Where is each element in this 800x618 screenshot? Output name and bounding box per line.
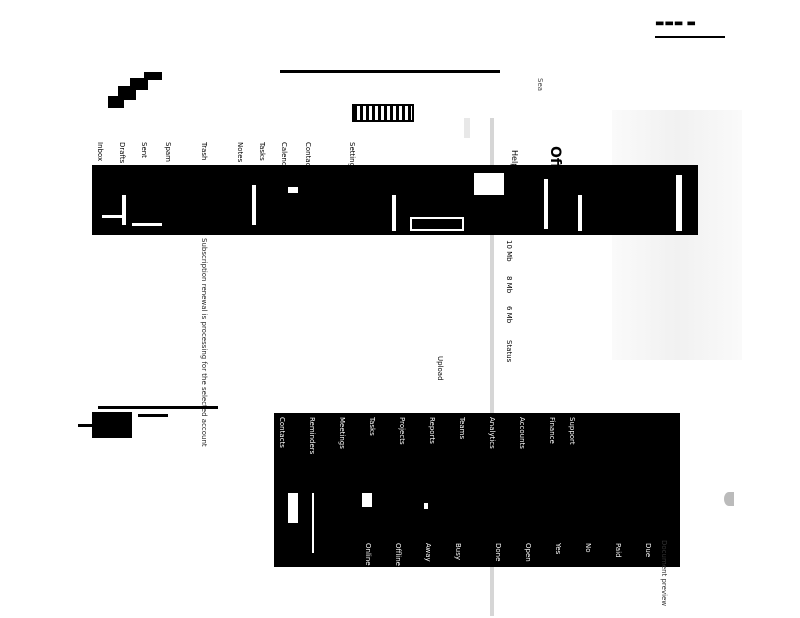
nav-item-notes[interactable]: Notes — [236, 142, 244, 163]
value-no: No — [584, 543, 592, 553]
section-contacts[interactable]: Contacts — [278, 417, 286, 448]
section-support[interactable]: Support — [568, 417, 576, 445]
scroll-track-1 — [464, 118, 470, 138]
left-nav: Inbox Drafts Sent Spam Trash Notes Tasks… — [96, 142, 366, 173]
section-accounts[interactable]: Accounts — [518, 417, 526, 449]
value-done: Done — [494, 543, 502, 562]
nav-item-spam[interactable]: Spam — [164, 142, 172, 162]
nav-item-calendar[interactable]: Calendar — [280, 142, 288, 174]
value-away: Away — [424, 543, 432, 562]
mark-stripe-4 — [424, 503, 428, 509]
panel-bar-1 — [122, 195, 126, 225]
nav-item-tasks[interactable]: Tasks — [258, 142, 266, 161]
scroll-track-2 — [490, 118, 494, 616]
mark-stripe-3 — [362, 493, 372, 507]
secondary-logo-bar-1 — [98, 406, 218, 409]
nav-item-trash[interactable]: Trash — [200, 142, 208, 161]
value-busy: Busy — [454, 543, 462, 561]
secondary-logo-bar-3 — [78, 424, 98, 427]
upload-label[interactable]: Upload — [436, 356, 444, 381]
panel-input[interactable] — [410, 217, 464, 231]
window-title-text: ▬▬▬ ▬ — [655, 18, 696, 29]
value-open: Open — [524, 543, 532, 562]
scroll-handle-icon[interactable] — [724, 492, 734, 506]
nav-item-sent[interactable]: Sent — [140, 142, 148, 158]
value-due: Due — [644, 543, 652, 558]
panel-bar-5 — [544, 179, 548, 229]
preview-caption: Document preview — [660, 540, 668, 607]
size-col-1: 10 Mb — [505, 240, 513, 262]
status-message: Subscription renewal is processing for t… — [200, 238, 208, 447]
nav-item-drafts[interactable]: Drafts — [118, 142, 126, 164]
size-columns: 10 Mb 8 Mb 6 Mb Status — [505, 240, 525, 370]
panel-bar-7 — [676, 175, 682, 231]
help-link[interactable]: Help — [510, 150, 519, 169]
section-finance[interactable]: Finance — [548, 417, 556, 444]
nav-item-contacts[interactable]: Contacts — [304, 142, 312, 173]
window-title: ▬▬▬ ▬ — [655, 18, 725, 38]
panel-bar-4 — [392, 195, 396, 231]
value-labels: Online Offline Away Busy Done Open Yes N… — [364, 543, 674, 566]
value-paid: Paid — [614, 543, 622, 558]
value-yes: Yes — [554, 543, 562, 555]
upper-panel — [92, 165, 698, 235]
secondary-logo-bar-2 — [92, 412, 132, 438]
nav-item-settings[interactable]: Settings — [348, 142, 356, 171]
size-col-3: 6 Mb — [505, 306, 513, 324]
lower-visual-marks — [274, 483, 680, 563]
size-col-4: Status — [505, 340, 513, 363]
mark-stripe-1 — [288, 493, 298, 523]
toolbar-box[interactable] — [352, 104, 414, 122]
panel-mark-2 — [132, 223, 162, 226]
header-divider — [280, 70, 500, 73]
panel-bar-2 — [252, 185, 256, 225]
section-projects[interactable]: Projects — [398, 417, 406, 445]
app-logo — [100, 68, 170, 110]
app-logo-icon — [108, 72, 162, 108]
size-col-2: 8 Mb — [505, 276, 513, 294]
lower-section-labels: Contacts Reminders Meetings Tasks Projec… — [278, 417, 578, 457]
panel-bar-3 — [288, 187, 298, 193]
section-reminders[interactable]: Reminders — [308, 417, 316, 455]
section-reports[interactable]: Reports — [428, 417, 436, 444]
value-offline: Offline — [394, 543, 402, 566]
right-pane-bg — [612, 110, 742, 360]
secondary-logo — [78, 404, 228, 442]
section-teams[interactable]: Teams — [458, 417, 466, 440]
mark-stripe-2 — [312, 493, 314, 553]
value-online: Online — [364, 543, 372, 566]
panel-thumb[interactable] — [474, 173, 504, 195]
section-analytics[interactable]: Analytics — [488, 417, 496, 449]
panel-mark-1 — [102, 215, 126, 218]
search-label[interactable]: Sea — [536, 78, 544, 92]
nav-item-inbox[interactable]: Inbox — [96, 142, 104, 162]
lower-panel: Contacts Reminders Meetings Tasks Projec… — [274, 413, 680, 567]
section-meetings[interactable]: Meetings — [338, 417, 346, 449]
secondary-logo-bar-4 — [138, 414, 168, 417]
section-tasks[interactable]: Tasks — [368, 417, 376, 436]
panel-bar-6 — [578, 195, 582, 231]
